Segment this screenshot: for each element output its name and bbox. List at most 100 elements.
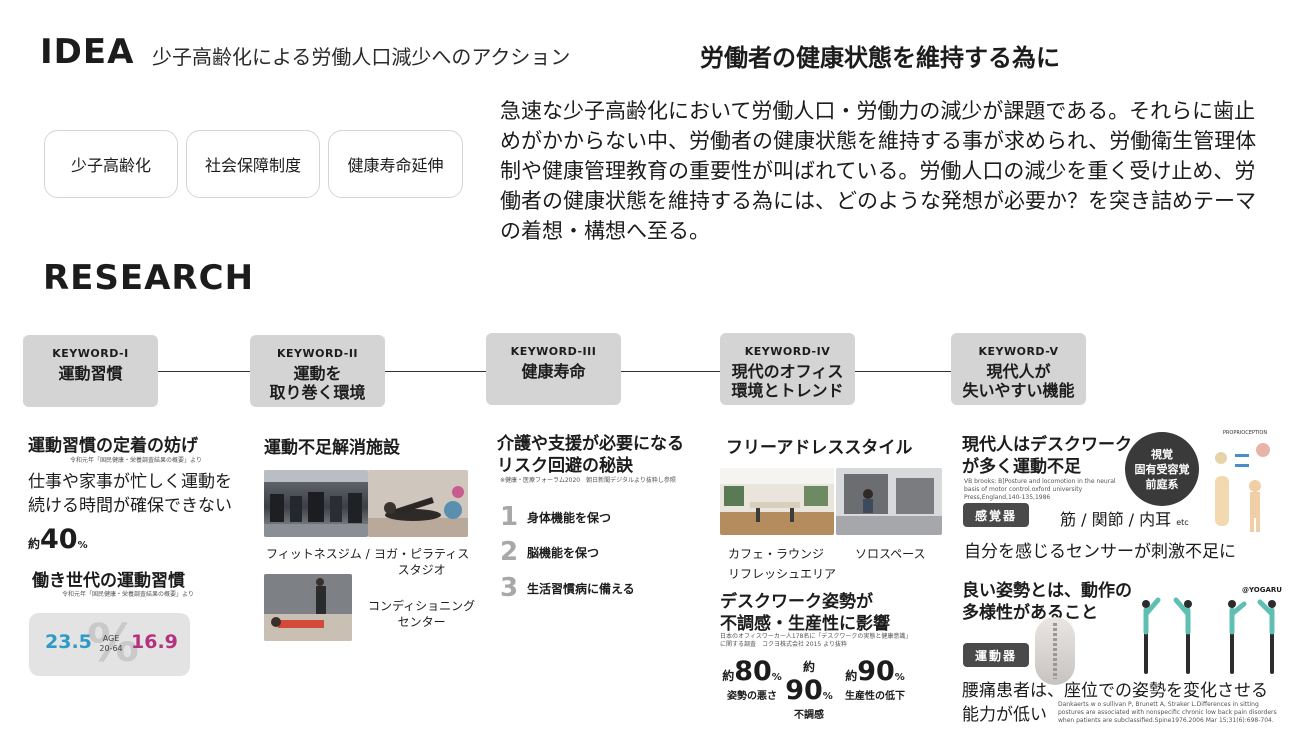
stat-label: 不調感 — [794, 710, 824, 721]
list-item: 3 生活習慣病に備える — [499, 573, 635, 603]
list-item: 2 脳機能を保つ — [499, 537, 599, 567]
keyword-label: 現代人が 失いやすい機能 — [962, 362, 1075, 400]
idea-headline: 労働者の健康状態を維持する為に — [700, 44, 1060, 72]
stat-prefix: 約 — [722, 669, 735, 683]
idea-body: 急速な少子高齢化において労働人口・労働力の減少が課題である。それらに歯止めがかか… — [500, 99, 1257, 243]
tag-healthy-life: 健康寿命延伸 — [328, 130, 463, 198]
col5-heading: 現代人はデスクワーク が多く運動不足 — [962, 435, 1132, 477]
col2-heading: 運動不足解消施設 — [264, 438, 400, 458]
yoga-studio-photo — [368, 470, 468, 537]
keyword-box-2: KEYWORD-II 運動を 取り巻く環境 — [250, 335, 385, 407]
research-title: RESEARCH — [43, 258, 255, 298]
idea-subtitle: 少子高齢化による労働人口減少へのアクション — [152, 45, 571, 69]
stat-value: 40 — [40, 524, 78, 555]
musculoskeletal-badge: 運動器 — [963, 643, 1029, 667]
pilates-image — [368, 470, 468, 537]
stat-right-value: 16.9 — [131, 631, 178, 653]
stat-value: 90 — [785, 675, 823, 706]
conditioning-photo — [264, 574, 352, 641]
age-range: 20-64 — [99, 644, 123, 653]
list-number: 2 — [499, 537, 519, 567]
stat-productivity: 約90% 生産性の低下 — [840, 656, 910, 702]
stat-value: 90 — [857, 656, 895, 687]
col4-heading: フリーアドレススタイル — [726, 438, 913, 458]
idea-title: IDEA — [40, 32, 135, 72]
stat-prefix: 約 — [28, 537, 41, 551]
keyword-box-4: KEYWORD-IV 現代のオフィス 環境とトレンド — [720, 333, 855, 405]
keyword-box-5: KEYWORD-V 現代人が 失いやすい機能 — [951, 333, 1086, 405]
keyword-box-1: KEYWORD-I 運動習慣 — [23, 335, 158, 407]
stat-value: 80 — [734, 656, 772, 687]
list-number: 3 — [499, 573, 519, 603]
senses-list: 筋 / 関節 / 内耳 etc — [1060, 506, 1189, 530]
keyword-label: 現代のオフィス 環境とトレンド — [731, 362, 844, 400]
yoga-caption: ヨガ・ピラティス スタジオ — [374, 547, 470, 577]
spine-illustration — [1035, 617, 1075, 685]
col5-text1: 自分を感じるセンサーが刺激不足に — [964, 542, 1236, 562]
tag-aging: 少子高齢化 — [44, 130, 178, 198]
keyword-label: 運動を 取り巻く環境 — [269, 364, 366, 402]
senses-text: 筋 / 関節 / 内耳 — [1060, 510, 1172, 529]
age-label: AGE 20-64 — [96, 634, 126, 654]
proprioception-diagram: PROPRIOCEPTION — [1205, 430, 1285, 535]
yoga-figures — [1142, 597, 1276, 674]
col5-text2: 腰痛患者は、座位での姿勢を変化させる 能力が低い — [962, 681, 1268, 725]
gym-caption: フィットネスジム / — [266, 547, 370, 561]
spine-image — [1053, 623, 1057, 679]
stat-suffix: % — [771, 672, 782, 683]
age-title: AGE — [102, 634, 120, 643]
col5-citation2: Dankaerts w o sullivan P, Brunett A, Str… — [1058, 701, 1277, 724]
col1-stat: 約40% — [28, 524, 88, 555]
keyword-id: KEYWORD-I — [52, 347, 129, 360]
stat-prefix: 約 — [802, 660, 815, 674]
yoga-credit: @YOGARU — [1241, 586, 1282, 594]
col1-citation: 令和元年「国民健康・栄養調査結果の概要」より — [70, 457, 202, 464]
list-text: 身体機能を保つ — [527, 510, 612, 525]
gym-photo — [264, 470, 368, 537]
diagram-label: PROPRIOCEPTION — [1222, 430, 1268, 436]
solo-space-caption: ソロスペース — [855, 547, 926, 561]
senses-etc: etc — [1176, 518, 1189, 527]
working-age-stat-card: % 23.5 AGE 20-64 16.9 — [29, 613, 190, 676]
stat-left-value: 23.5 — [45, 631, 92, 653]
list-number: 1 — [499, 502, 519, 532]
keyword-id: KEYWORD-IV — [744, 345, 831, 358]
yoga-poses-illustration: @YOGARU — [1136, 586, 1286, 676]
stat-label: 生産性の低下 — [845, 691, 905, 702]
stat-prefix: 約 — [845, 669, 858, 683]
tag-social-security: 社会保障制度 — [186, 130, 320, 198]
sensory-organ-badge: 感覚器 — [963, 503, 1029, 527]
stat-posture: 約80% 姿勢の悪さ — [721, 656, 783, 702]
list-text: 脳機能を保つ — [527, 545, 600, 560]
solo-space-image — [836, 468, 942, 535]
stat-label: 姿勢の悪さ — [727, 691, 777, 702]
col4-citation: 日本のオフィスワーカー人178名に「デスクワークの実態と健康意識」 に関する調査… — [720, 633, 912, 648]
col4-heading2: デスクワーク姿勢が 不調感・生産性に影響 — [720, 592, 890, 634]
keyword-box-3: KEYWORD-III 健康寿命 — [486, 333, 621, 405]
col3-citation: ※健康・医療フォーラム2020 朝日新聞デジタルより抜粋し参照 — [500, 477, 676, 484]
keyword-label: 健康寿命 — [521, 362, 586, 381]
col3-heading: 介護や支援が必要になる リスク回避の秘訣 — [497, 434, 684, 476]
col1-citation2: 令和元年「国民健康・栄養調査結果の概要」より — [62, 591, 194, 598]
conditioning-image — [264, 574, 352, 641]
cafe-lounge-caption: カフェ・ラウンジ リフレッシュエリア — [728, 547, 837, 581]
list-text: 生活習慣病に備える — [527, 581, 635, 596]
cafe-lounge-image — [720, 468, 834, 535]
proprioception-illustration — [1215, 443, 1270, 532]
conditioning-caption: コンディショニング センター — [368, 599, 476, 629]
col1-text: 仕事や家事が忙しく運動を続ける時間が確保できない — [28, 472, 232, 516]
gym-machines-image — [264, 470, 368, 537]
stat-suffix: % — [822, 691, 833, 702]
stat-suffix: % — [77, 540, 88, 551]
keyword-id: KEYWORD-II — [276, 347, 359, 360]
senses-circle: 視覚 固有受容覚 前庭系 — [1125, 432, 1199, 506]
keyword-label: 運動習慣 — [58, 364, 123, 383]
keyword-id: KEYWORD-V — [978, 345, 1059, 358]
col1-heading: 運動習慣の定着の妨げ — [28, 436, 198, 456]
list-item: 1 身体機能を保つ — [499, 502, 611, 532]
stat-discomfort: 約90% 不調感 — [781, 656, 837, 721]
col5-heading2: 良い姿勢とは、動作の 多様性があること — [962, 581, 1132, 623]
stat-suffix: % — [894, 672, 905, 683]
col1-heading2: 働き世代の運動習慣 — [32, 571, 185, 591]
keyword-id: KEYWORD-III — [510, 345, 597, 358]
